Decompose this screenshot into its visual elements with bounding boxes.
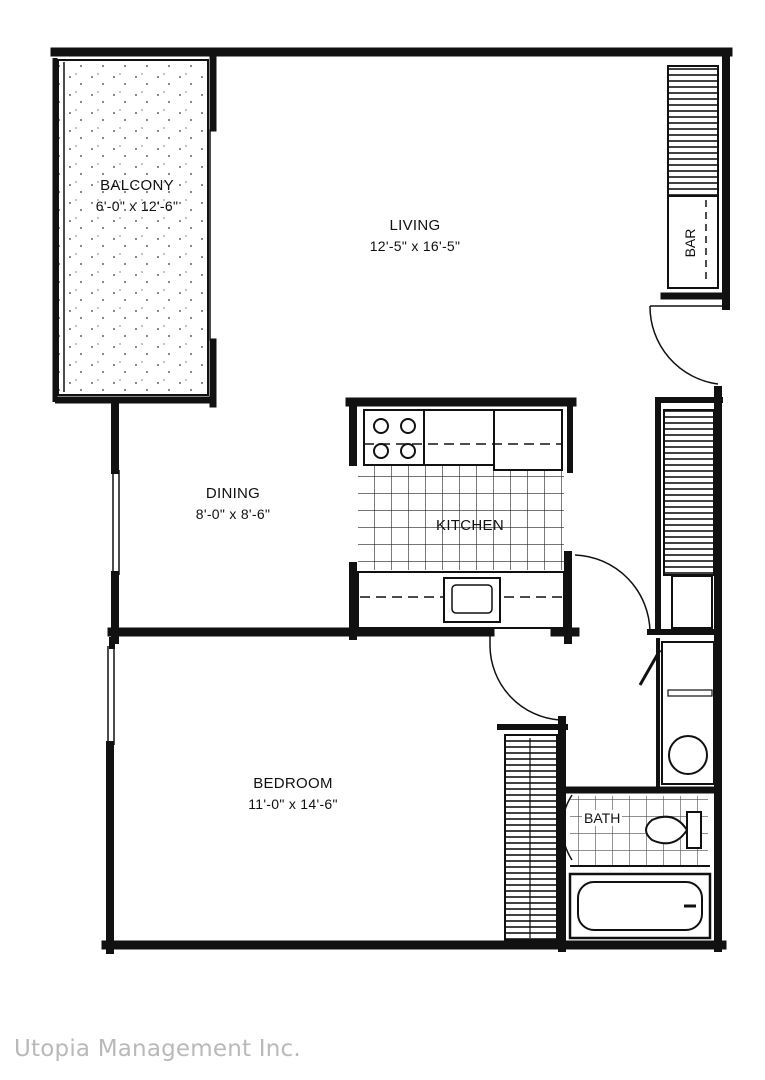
kitchen-label: KITCHEN xyxy=(400,516,540,536)
dining-name: DINING xyxy=(205,485,261,502)
living-dimensions: 12'-5" x 16'-5" xyxy=(369,238,461,254)
bedroom-label: BEDROOM 11'-0" x 14'-6" xyxy=(218,774,368,814)
balcony-label: BALCONY 6'-0" x 12'-6" xyxy=(62,176,212,216)
dining-dimensions: 8'-0" x 8'-6" xyxy=(195,506,271,522)
water-heater xyxy=(661,641,715,785)
walls xyxy=(50,47,733,954)
kitchen-name: KITCHEN xyxy=(436,517,504,534)
windows xyxy=(107,470,120,745)
kitchen-area xyxy=(357,409,565,629)
balcony-area xyxy=(52,58,215,404)
bedroom-closet xyxy=(504,734,558,941)
dining-label: DINING 8'-0" x 8'-6" xyxy=(158,484,308,524)
bedroom-name: BEDROOM xyxy=(253,775,333,792)
door-swings xyxy=(489,305,726,861)
bar-cabinet xyxy=(667,65,719,289)
bar-label: BAR xyxy=(682,228,698,258)
balcony-dimensions: 6'-0" x 12'-6" xyxy=(95,198,179,214)
living-label: LIVING 12'-5" x 16'-5" xyxy=(340,216,490,256)
bath-label: BATH xyxy=(582,810,623,826)
living-name: LIVING xyxy=(389,217,441,234)
hall-closet xyxy=(663,409,715,629)
balcony-name: BALCONY xyxy=(100,177,174,194)
bath-area xyxy=(568,796,712,940)
watermark-text: Utopia Management Inc. xyxy=(14,1036,301,1062)
bedroom-dimensions: 11'-0" x 14'-6" xyxy=(248,796,338,812)
